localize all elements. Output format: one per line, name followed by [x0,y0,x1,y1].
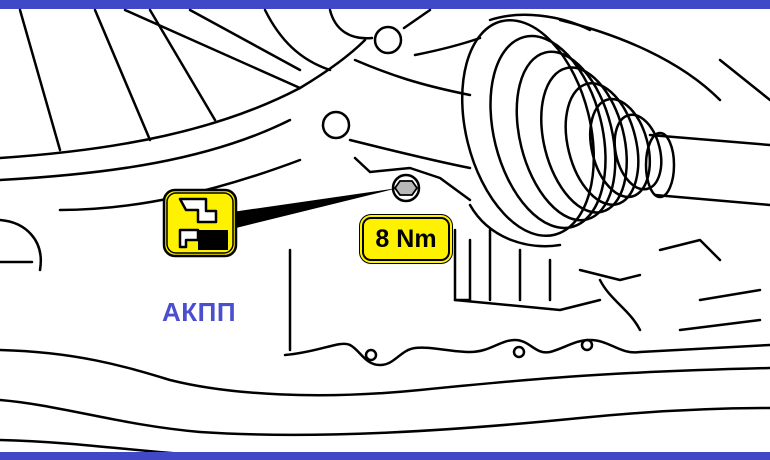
transmission-case [288,156,762,352]
torque-value-label: 8 Nm [375,224,437,253]
oil-pan-lugs [283,338,770,367]
housing-studs [321,8,482,170]
hex-bolt-icon [391,173,421,203]
callout-leader-line [232,188,398,228]
torque-value-badge: 8 Nm [362,217,450,261]
drive-shaft [558,18,770,207]
cv-boot [460,13,663,248]
subframe-member [0,348,770,457]
tighten-bolt-symbol-icon [162,188,238,258]
transmission-unit-label: АКПП [162,297,237,327]
bottom-frame-band [0,452,770,460]
top-frame-band [0,0,770,9]
